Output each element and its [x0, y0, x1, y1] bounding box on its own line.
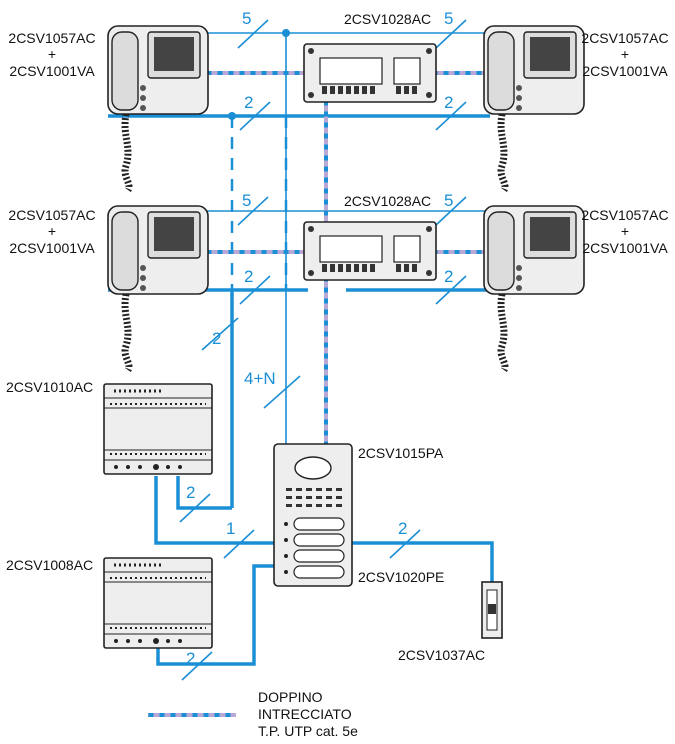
count-five-mid-left: 5: [242, 191, 251, 210]
label-monitor-ml-model: 2CSV1057AC: [8, 207, 95, 223]
legend-line-3: T.P. UTP cat. 5e: [258, 723, 358, 739]
label-entrance-panel: 2CSV1015PA: [358, 445, 444, 461]
label-push-module: 2CSV1020PE: [358, 569, 444, 585]
label-monitor-tr-base: 2CSV1001VA: [582, 63, 668, 79]
count-two-top-right: 2: [444, 93, 453, 112]
count-two-mid-left: 2: [244, 267, 253, 286]
legend-line-1: DOPPINO: [258, 689, 323, 705]
label-monitor-tr-plus: +: [621, 46, 629, 62]
label-monitor-tr-model: 2CSV1057AC: [581, 30, 668, 46]
label-power-supply: 2CSV1010AC: [6, 379, 93, 395]
count-two-top-left: 2: [244, 93, 253, 112]
wire-count-labels: 5 5 2 2 5 5 2 2 2 4+N 2 1 2 2: [186, 9, 453, 668]
device-labels: 2CSV1057AC + 2CSV1001VA 2CSV1057AC + 2CS…: [6, 11, 669, 663]
label-monitor-mr-base: 2CSV1001VA: [582, 240, 668, 256]
count-two-lock: 2: [398, 519, 407, 538]
label-distributor-top: 2CSV1028AC: [344, 11, 431, 27]
legend-text: DOPPINO INTRECCIATO T.P. UTP cat. 5e: [258, 689, 358, 739]
legend-line-2: INTRECCIATO: [258, 706, 352, 722]
label-relay-module: 2CSV1008AC: [6, 557, 93, 573]
count-two-relay: 2: [186, 649, 195, 668]
label-monitor-tl-base: 2CSV1001VA: [9, 63, 95, 79]
count-one: 1: [226, 519, 235, 538]
monitor-mid-left: [108, 206, 208, 370]
monitor-top-left: [108, 26, 208, 190]
bottom-wires: [154, 476, 494, 681]
label-distributor-mid: 2CSV1028AC: [344, 193, 431, 209]
count-four-n: 4+N: [244, 369, 276, 388]
label-door-lock: 2CSV1037AC: [398, 647, 485, 663]
label-monitor-tl-plus: +: [48, 46, 56, 62]
power-supply-module: [102, 382, 214, 476]
count-two-power: 2: [186, 483, 195, 502]
label-monitor-mr-model: 2CSV1057AC: [581, 207, 668, 223]
door-lock: [481, 581, 503, 639]
count-five-top-left: 5: [242, 9, 251, 28]
count-five-mid-right: 5: [444, 191, 453, 210]
monitor-mid-right: [484, 206, 584, 370]
distributor-top: [303, 43, 437, 103]
monitor-top-right: [484, 26, 584, 190]
label-monitor-ml-base: 2CSV1001VA: [9, 240, 95, 256]
count-five-top-right: 5: [444, 9, 453, 28]
label-monitor-tl-model: 2CSV1057AC: [8, 30, 95, 46]
count-two-mid-right: 2: [444, 267, 453, 286]
distributor-mid: [303, 221, 437, 281]
relay-module: [102, 556, 214, 650]
label-monitor-mr-plus: +: [621, 223, 629, 239]
entrance-panel: [273, 443, 353, 587]
label-monitor-ml-plus: +: [48, 223, 56, 239]
count-two-vertical: 2: [212, 329, 221, 348]
